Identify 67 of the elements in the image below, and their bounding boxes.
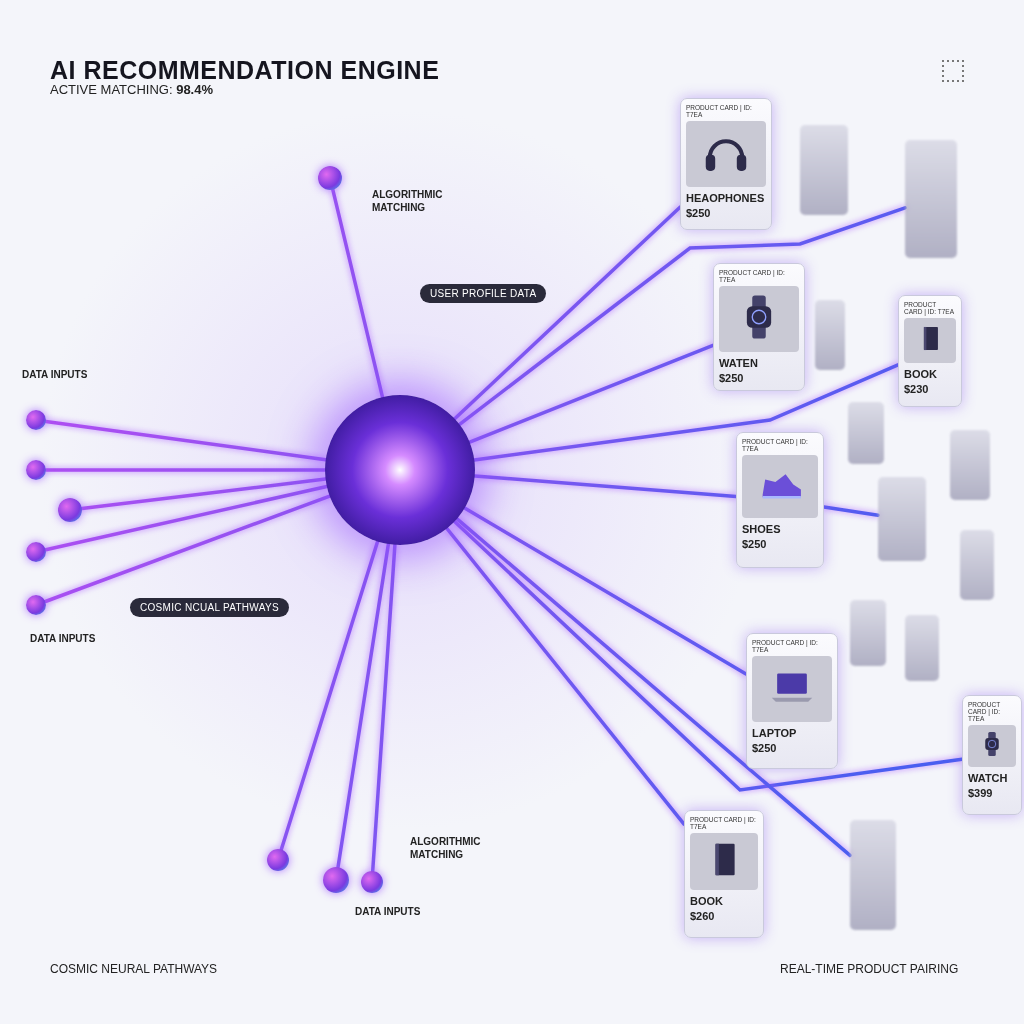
neural-core bbox=[325, 395, 475, 545]
callout-label: ALGORITHMIC MATCHING bbox=[410, 835, 482, 861]
light-beam bbox=[452, 205, 682, 421]
product-name: BOOK bbox=[904, 368, 938, 380]
product-name: HEAOPHONES bbox=[686, 192, 766, 204]
light-beam bbox=[462, 506, 748, 676]
blurred-card bbox=[960, 530, 994, 600]
blurred-card bbox=[905, 615, 939, 681]
product-card bbox=[684, 810, 764, 938]
callout-label: DATA INPUTS bbox=[355, 905, 422, 918]
product-card bbox=[713, 263, 805, 391]
blurred-card bbox=[850, 600, 886, 666]
callout-label: DATA INPUTS bbox=[22, 368, 89, 381]
price-text: $399 bbox=[968, 787, 994, 799]
product-name: SHOES bbox=[742, 523, 782, 535]
product-name: LAPTOP bbox=[752, 727, 798, 739]
network-node bbox=[267, 849, 289, 871]
light-beam bbox=[279, 539, 380, 852]
tag-pill: USER PROFILE DATA bbox=[420, 284, 547, 303]
blurred-card bbox=[815, 300, 845, 370]
light-beam bbox=[43, 494, 332, 604]
price-text: $230 bbox=[904, 383, 930, 395]
light-beam bbox=[44, 484, 329, 552]
product-card bbox=[962, 695, 1022, 815]
network-node bbox=[26, 410, 46, 430]
footer: REAL-TIME PRODUCT PAIRING bbox=[780, 962, 959, 976]
light-beam bbox=[370, 543, 397, 873]
light-beam bbox=[473, 474, 738, 499]
product-card bbox=[736, 432, 824, 568]
network-node bbox=[361, 871, 383, 893]
blurred-card bbox=[905, 140, 957, 258]
network-node bbox=[26, 595, 46, 615]
blurred-card bbox=[850, 820, 896, 930]
product-name: WATEN bbox=[719, 357, 759, 369]
blurred-card bbox=[800, 125, 848, 215]
light-beam bbox=[467, 343, 715, 444]
light-beam bbox=[445, 526, 686, 826]
light-beam bbox=[452, 519, 964, 792]
blurred-card bbox=[950, 430, 990, 500]
blurred-card bbox=[878, 477, 926, 561]
product-card bbox=[680, 98, 772, 230]
callout-label: ALGORITHMIC MATCHING bbox=[372, 188, 444, 214]
callout-label: DATA INPUTS bbox=[30, 632, 97, 645]
footer: COSMIC NEURAL PATHWAYS bbox=[50, 962, 218, 976]
price-text: $250 bbox=[686, 207, 712, 219]
price-text: $250 bbox=[752, 742, 778, 754]
network-node bbox=[58, 498, 82, 522]
light-beam bbox=[331, 187, 385, 399]
light-beam bbox=[455, 517, 852, 858]
product-card bbox=[746, 633, 838, 769]
title: AI RECOMMENDATION ENGINE bbox=[50, 56, 440, 85]
price-text: $260 bbox=[690, 910, 716, 922]
light-beam bbox=[822, 505, 880, 518]
product-name: BOOK bbox=[690, 895, 724, 907]
product-name: WATCH bbox=[968, 772, 1009, 784]
subtitle: ACTIVE MATCHING: 98.4% bbox=[50, 82, 214, 97]
network-node bbox=[26, 460, 46, 480]
product-card bbox=[898, 295, 962, 407]
price-text: $250 bbox=[719, 372, 745, 384]
light-beam bbox=[44, 468, 327, 472]
tag-pill: COSMIC NCUAL PATHWAYS bbox=[130, 598, 289, 617]
network-node bbox=[26, 542, 46, 562]
light-beam bbox=[336, 542, 391, 869]
blurred-card bbox=[848, 402, 884, 464]
network-node bbox=[323, 867, 349, 893]
network-node bbox=[318, 166, 342, 190]
price-text: $250 bbox=[742, 538, 768, 550]
